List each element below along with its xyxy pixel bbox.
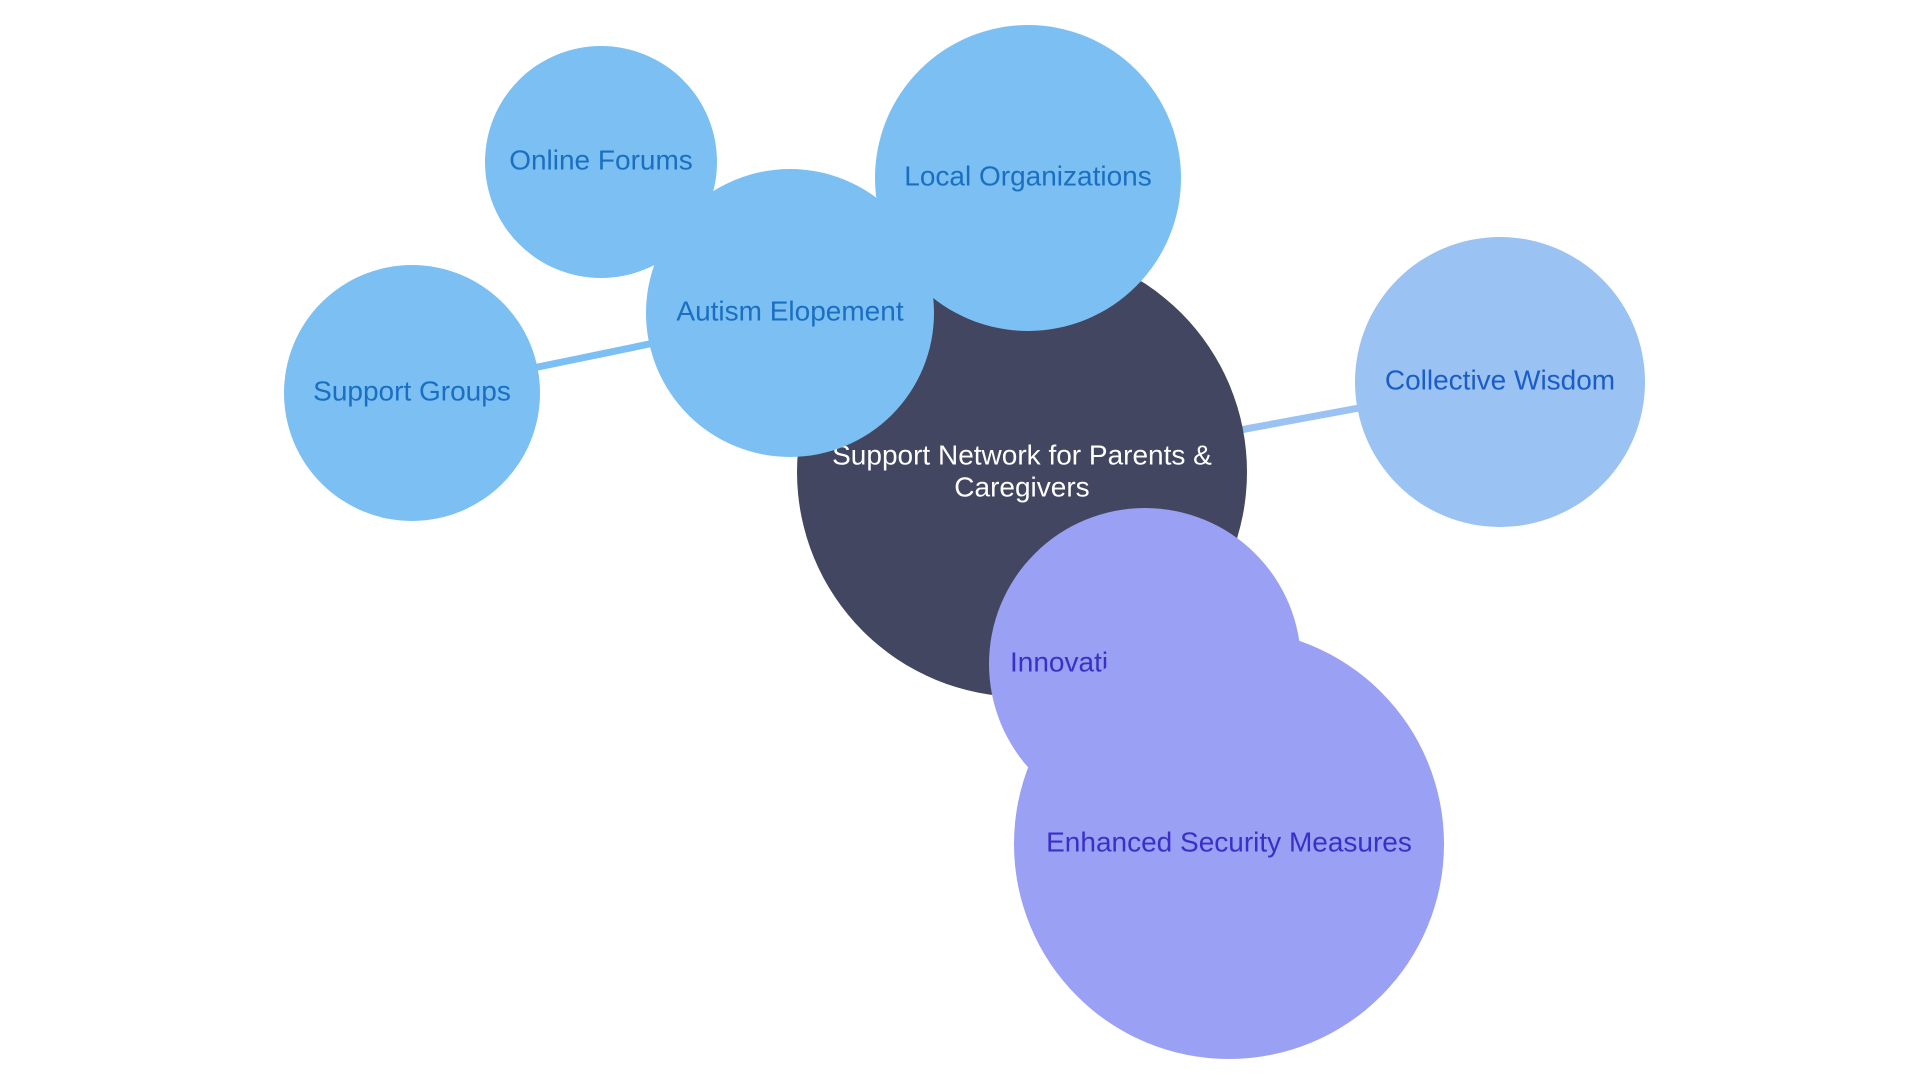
root-label-line2: Caregivers <box>954 471 1089 502</box>
label-autism-elopement: Autism Elopement <box>676 295 903 326</box>
node-autism-elopement[interactable] <box>646 169 934 457</box>
root-label-line1: Support Network for Parents & <box>832 439 1212 470</box>
node-enhanced-security-measures[interactable] <box>1014 629 1444 1059</box>
node-support-groups[interactable] <box>284 265 540 521</box>
node-local-organizations[interactable] <box>875 25 1181 331</box>
label-enhanced-security-measures: Enhanced Security Measures <box>1046 826 1412 857</box>
label-support-groups: Support Groups <box>313 375 511 406</box>
node-online-forums[interactable] <box>485 46 717 278</box>
label-online-forums: Online Forums <box>509 144 693 175</box>
label-collective-wisdom: Collective Wisdom <box>1385 364 1615 395</box>
label-innovation: Innovati <box>1010 646 1108 677</box>
label-local-organizations: Local Organizations <box>904 160 1151 191</box>
node-collective-wisdom[interactable] <box>1355 237 1645 527</box>
